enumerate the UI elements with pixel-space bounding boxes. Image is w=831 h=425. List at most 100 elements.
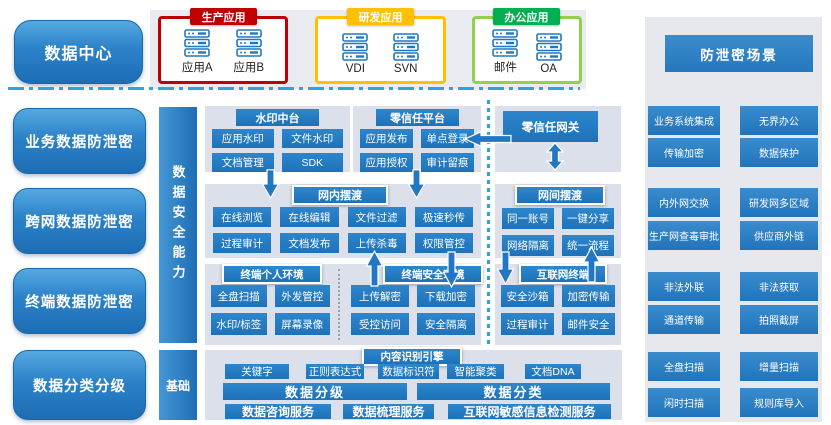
capability-block: 极速秒传 [414, 207, 473, 227]
group-rd-tab: 研发应用 [347, 8, 414, 25]
capability-block: 安全隔离 [417, 313, 475, 335]
arrow-up-icon [366, 250, 383, 287]
panel-internet-ferry: 网间摆渡 同一账号 一键分享 网络隔离 统一流程 [495, 184, 621, 258]
section-title-internet-terminal: 互联网终端 [519, 264, 607, 284]
section-title-label: 网内摆渡 [318, 190, 362, 202]
arrow-up-icon [583, 246, 600, 283]
service-block: 数据咨询服务 [225, 404, 331, 419]
server-icon [492, 29, 519, 57]
group-tab-label: 生产应用 [201, 11, 246, 24]
section-title-internet-ferry: 网间摆渡 [515, 185, 605, 205]
nav-crossnet-dlp: 跨网数据防泄密 [13, 188, 146, 254]
capability-block: 过程审计 [213, 233, 272, 253]
capability-block: 水印/标签 [211, 313, 267, 335]
capability-block: 屏幕录像 [274, 313, 330, 335]
section-title-terminal-secure: 终端安全环境 [383, 264, 483, 284]
capability-block: 下载加密 [417, 285, 475, 307]
section-title-label: 内容识别引擎 [380, 351, 444, 363]
arrow-down-icon [262, 169, 279, 199]
classification-block: 数据分级 [223, 383, 407, 400]
scenario-block: 规则库导入 [740, 388, 818, 417]
capability-block: 关键字 [225, 364, 289, 379]
scenario-block: 业务系统集成 [648, 106, 720, 135]
terminal-divider-line [338, 269, 340, 340]
server-icon [184, 29, 211, 57]
nav-label: 数据分类分级 [33, 378, 126, 395]
scenario-block: 供应商外链 [740, 221, 818, 250]
capability-block: 应用水印 [212, 129, 274, 148]
scenario-block: 通道传输 [648, 305, 720, 334]
capability-block: 权限管控 [414, 233, 473, 253]
group-tab-label: 办公应用 [504, 11, 549, 24]
group-production-apps: 应用A 应用B [158, 16, 288, 84]
capability-block: 受控访问 [351, 313, 409, 335]
server-icon [235, 29, 262, 57]
section-title-label: 终端个人环境 [240, 268, 304, 281]
internet-terminal-blocks: 安全沙箱 加密传输 过程审计 邮件安全 [501, 285, 615, 335]
capability-block: 统一流程 [562, 235, 614, 256]
capability-bar: 数据安全能力 [159, 107, 197, 343]
zero-trust-blocks: 应用发布 单点登录 应用授权 审计留痕 [360, 129, 474, 172]
app-label: 应用B [233, 62, 265, 74]
capability-block: 应用发布 [360, 129, 413, 148]
scenario-block: 全盘扫描 [648, 352, 720, 381]
section-title-label: 网间摆渡 [538, 190, 582, 202]
watermark-blocks: 应用水印 文件水印 文档管理 SDK [212, 129, 343, 172]
panel-internet-terminal: 互联网终端 安全沙箱 加密传输 过程审计 邮件安全 [495, 264, 621, 345]
service-block: 数据梳理服务 [343, 404, 434, 419]
capability-block: 上传解密 [351, 285, 409, 307]
arrow-double-icon [546, 142, 564, 171]
panel-zero-trust-platform: 零信任平台 应用发布 单点登录 应用授权 审计留痕 [353, 106, 481, 172]
server-icon [342, 33, 369, 61]
arrow-left-icon [464, 131, 512, 147]
capability-block: 网络隔离 [502, 235, 554, 256]
app-label: 应用A [181, 62, 213, 74]
section-title-terminal-personal: 终端个人环境 [222, 264, 322, 284]
app-label: SVN [393, 63, 418, 75]
terminal-personal-blocks: 全盘扫描 外发管控 水印/标签 屏幕录像 [211, 285, 330, 335]
network-divider-line [487, 100, 490, 345]
scenario-block: 数据保护 [740, 138, 818, 167]
panel-intranet-ferry: 网内摆渡 在线浏览 在线编辑 文件过滤 极速秒传 过程审计 文档发布 上传杀毒 … [205, 184, 481, 258]
capability-block: 应用授权 [360, 153, 413, 172]
server-icon [535, 33, 562, 61]
group-tab-label: 研发应用 [358, 11, 403, 24]
capability-block: 正则表达式 [306, 364, 364, 379]
arrow-down-icon [497, 251, 514, 285]
arrow-down-icon [408, 169, 425, 199]
group-rd-apps: VDI SVN [315, 16, 446, 84]
panel-terminal-personal: 终端个人环境 全盘扫描 外发管控 水印/标签 屏幕录像 [205, 264, 338, 345]
capability-bar-label: 数据安全能力 [170, 165, 186, 285]
section-title-watermark: 水印中台 [236, 109, 319, 126]
section-title-intranet-ferry: 网内摆渡 [292, 185, 388, 205]
nav-label: 业务数据防泄密 [25, 134, 134, 151]
app-label: OA [540, 63, 557, 75]
scenario-block: 传输加密 [648, 138, 720, 167]
nav-terminal-dlp: 终端数据防泄密 [13, 268, 146, 334]
panel-terminal-secure: 终端安全环境 上传解密 下载加密 受控访问 安全隔离 [341, 264, 483, 345]
group-production-tab: 生产应用 [190, 8, 257, 25]
scenario-block: 非法获取 [740, 272, 818, 301]
nav-label: 终端数据防泄密 [25, 294, 134, 311]
server-icon [392, 33, 419, 61]
scenario-title: 防泄密场景 [665, 35, 813, 72]
capability-block: 智能聚类 [447, 364, 504, 379]
section-title-content-engine: 内容识别引擎 [362, 347, 462, 366]
section-title-zero-trust: 零信任平台 [376, 109, 459, 126]
app-unit: 应用B [233, 29, 264, 75]
capability-block: 数据标识符 [378, 364, 439, 379]
capability-block: 外发管控 [274, 285, 330, 307]
nav-data-center-label: 数据中心 [44, 46, 113, 63]
capability-block: 审计留痕 [421, 153, 474, 172]
section-title-label: 零信任平台 [390, 112, 445, 125]
app-unit: VDI [342, 33, 369, 75]
capability-block: 文档管理 [212, 153, 274, 172]
zero-trust-gateway-block: 零信任网关 [503, 111, 598, 142]
capability-block: 加密传输 [562, 285, 615, 307]
panel-content-engine: 内容识别引擎 关键字 正则表达式 数据标识符 智能聚类 文档DNA 数据分级 数… [205, 347, 622, 420]
classification-block: 数据分类 [417, 383, 610, 400]
panel-terminal-environment: 终端个人环境 全盘扫描 外发管控 水印/标签 屏幕录像 终端安全环境 上传解密 … [205, 264, 483, 345]
capability-block: 文件水印 [281, 129, 343, 148]
service-block: 互联网敏感信息检测服务 [448, 404, 611, 419]
